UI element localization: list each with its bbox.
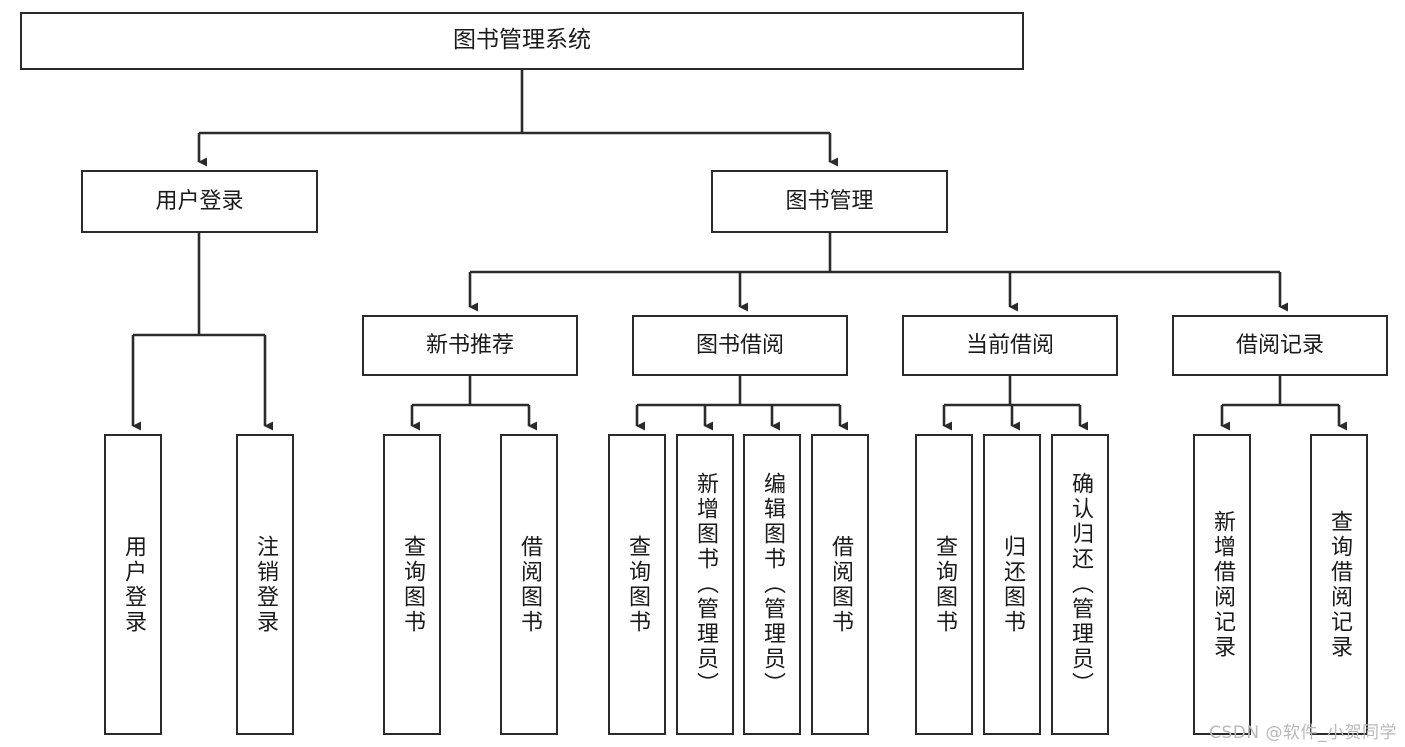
leaf-borrow-record-1[interactable]: 查询借阅记录 xyxy=(1310,434,1368,735)
leaf-user-login-0[interactable]: 用户登录 xyxy=(104,434,162,735)
node-new-book-recommend[interactable]: 新书推荐 xyxy=(362,315,578,376)
node-new-book-recommend-label: 新书推荐 xyxy=(425,332,514,358)
node-current-borrow-label: 当前借阅 xyxy=(965,332,1054,358)
csdn-watermark: CSDN @软件_小贺同学 xyxy=(1209,723,1397,743)
leaf-new-book-recommend-0-label: 查询图书 xyxy=(400,534,425,635)
node-current-borrow[interactable]: 当前借阅 xyxy=(902,315,1118,376)
node-book-borrow[interactable]: 图书借阅 xyxy=(632,315,848,376)
leaf-book-borrow-3[interactable]: 借阅图书 xyxy=(811,434,869,735)
leaf-book-borrow-0-label: 查询图书 xyxy=(625,534,650,635)
leaf-borrow-record-0-label: 新增借阅记录 xyxy=(1210,509,1235,660)
node-book-manage[interactable]: 图书管理 xyxy=(711,170,948,233)
leaf-current-borrow-1-label: 归还图书 xyxy=(1000,534,1025,635)
leaf-user-login-1[interactable]: 注销登录 xyxy=(236,434,294,735)
node-root-system-label: 图书管理系统 xyxy=(453,27,591,54)
leaf-new-book-recommend-1[interactable]: 借阅图书 xyxy=(500,434,558,735)
node-borrow-record[interactable]: 借阅记录 xyxy=(1172,315,1388,376)
leaf-user-login-0-label: 用户登录 xyxy=(121,534,146,635)
leaf-borrow-record-0[interactable]: 新增借阅记录 xyxy=(1193,434,1251,735)
leaf-current-borrow-2[interactable]: 确认归还（管理员） xyxy=(1051,434,1109,735)
leaf-book-borrow-1-label: 新增图书（管理员） xyxy=(693,472,718,697)
node-user-login-label: 用户登录 xyxy=(155,188,244,214)
node-user-login[interactable]: 用户登录 xyxy=(81,170,318,233)
leaf-book-borrow-3-label: 借阅图书 xyxy=(828,534,853,635)
leaf-current-borrow-2-label: 确认归还（管理员） xyxy=(1068,472,1093,697)
leaf-new-book-recommend-1-label: 借阅图书 xyxy=(517,534,542,635)
leaf-book-borrow-0[interactable]: 查询图书 xyxy=(608,434,666,735)
leaf-book-borrow-2-label: 编辑图书（管理员） xyxy=(760,472,785,697)
leaf-current-borrow-1[interactable]: 归还图书 xyxy=(983,434,1041,735)
leaf-book-borrow-1[interactable]: 新增图书（管理员） xyxy=(676,434,734,735)
leaf-current-borrow-0[interactable]: 查询图书 xyxy=(915,434,973,735)
leaf-borrow-record-1-label: 查询借阅记录 xyxy=(1327,509,1352,660)
leaf-current-borrow-0-label: 查询图书 xyxy=(932,534,957,635)
leaf-new-book-recommend-0[interactable]: 查询图书 xyxy=(383,434,441,735)
leaf-book-borrow-2[interactable]: 编辑图书（管理员） xyxy=(743,434,801,735)
leaf-user-login-1-label: 注销登录 xyxy=(253,534,278,635)
node-borrow-record-label: 借阅记录 xyxy=(1235,332,1324,358)
node-root-system[interactable]: 图书管理系统 xyxy=(20,12,1024,70)
node-book-borrow-label: 图书借阅 xyxy=(695,332,784,358)
node-book-manage-label: 图书管理 xyxy=(785,188,874,214)
